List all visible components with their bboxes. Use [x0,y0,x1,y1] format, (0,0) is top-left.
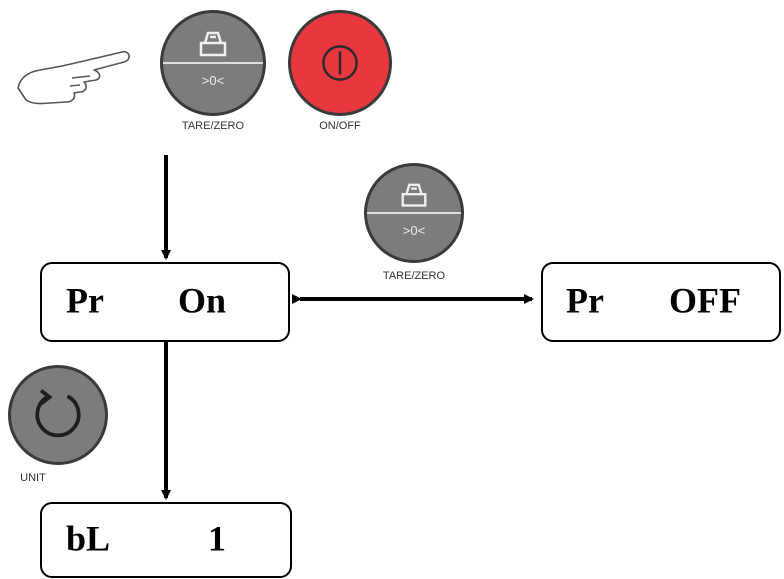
display-label: Pr [566,280,604,321]
zero-symbol: >0< [201,73,225,88]
on-off-button[interactable] [288,10,392,116]
display-pr-on: Pr On [40,262,290,342]
tare-zero-button[interactable]: >0< [160,10,266,116]
on-off-caption: ON/OFF [319,120,361,132]
display-value: OFF [669,280,741,321]
scale-weight-icon [199,31,227,57]
circular-arrow-icon [35,389,81,438]
display-value: 1 [208,518,226,559]
display-pr-off: Pr OFF [541,262,781,342]
scale-weight-icon [401,183,427,207]
tare-zero-button[interactable]: >0< [364,163,464,263]
pointing-hand-icon [17,50,130,105]
display-label: bL [66,518,111,559]
unit-button[interactable] [8,365,108,465]
display-label: Pr [66,280,104,321]
unit-caption: UNIT [20,472,46,484]
tare-zero-caption: TARE/ZERO [382,270,446,282]
tare-zero-caption: TARE/ZERO [181,120,245,132]
zero-symbol: >0< [402,223,426,238]
power-icon [322,45,358,81]
display-bl-1: bL 1 [40,502,292,578]
display-value: On [178,280,227,321]
